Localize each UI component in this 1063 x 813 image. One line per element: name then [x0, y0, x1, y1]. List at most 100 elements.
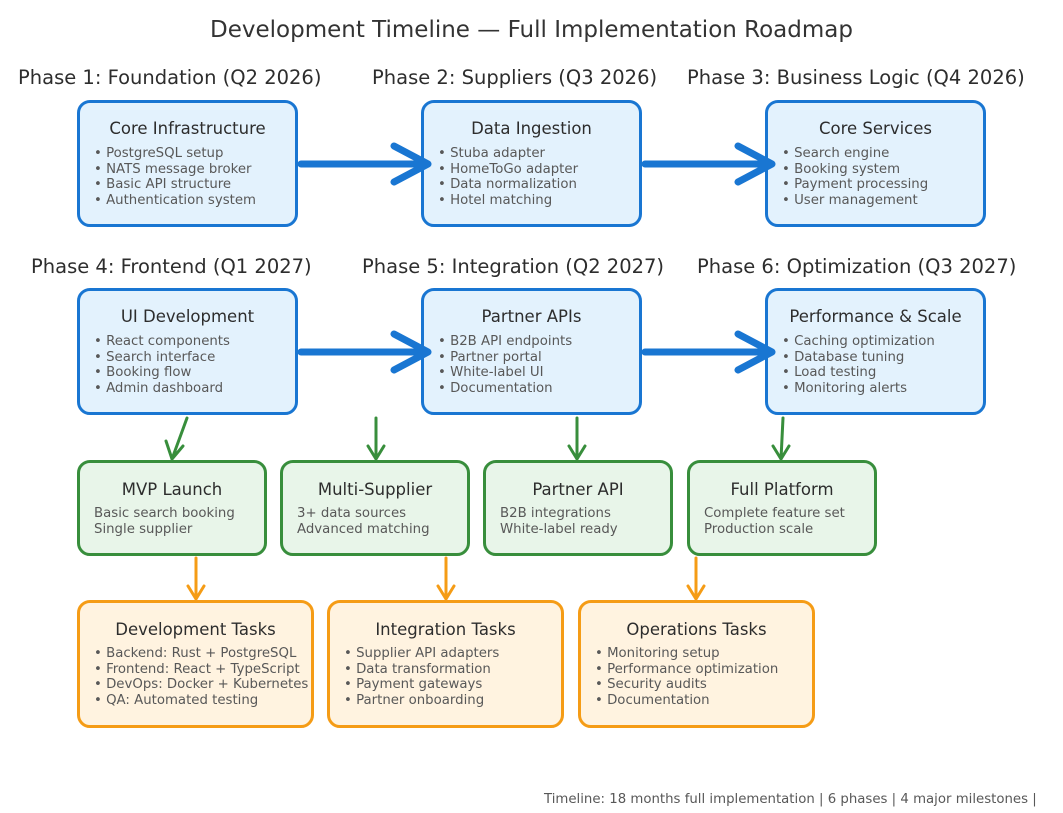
arrow-phase1-to-phase2	[297, 142, 432, 186]
box-item: • Partner portal	[438, 349, 542, 365]
box-item: • Authentication system	[94, 192, 256, 208]
box-item: • Frontend: React + TypeScript	[94, 661, 300, 677]
box-items: 3+ data sources Advanced matching	[297, 506, 430, 537]
box-item: Advanced matching	[297, 521, 430, 537]
box-title: Partner APIs	[481, 307, 582, 326]
box-item: White-label ready	[500, 521, 618, 537]
box-item: • Payment gateways	[344, 677, 483, 693]
phase-box-core-infrastructure: Core Infrastructure • PostgreSQL setup •…	[77, 100, 298, 227]
box-item: • Data normalization	[438, 177, 577, 193]
box-item: • Partner onboarding	[344, 692, 485, 708]
box-item: • Search engine	[782, 146, 890, 161]
box-item: • Documentation	[595, 692, 710, 708]
arrow-phase2-to-phase3	[641, 142, 776, 186]
box-item: • Performance optimization	[595, 661, 779, 677]
box-item: 3+ data sources	[297, 506, 407, 521]
box-items: • Supplier API adapters • Data transform…	[344, 646, 499, 708]
phase-box-performance-scale: Performance & Scale • Caching optimizati…	[765, 288, 986, 415]
box-item: • React components	[94, 334, 230, 349]
box-item: • Data transformation	[344, 661, 491, 677]
box-item: • Load testing	[782, 365, 877, 381]
arrow-to-milestone-mvp	[164, 416, 189, 461]
box-items: • B2B API endpoints • Partner portal • W…	[438, 334, 572, 396]
box-items: Complete feature set Production scale	[704, 506, 845, 537]
box-items: • Stuba adapter • HomeToGo adapter • Dat…	[438, 146, 578, 208]
task-box-integration: Integration Tasks • Supplier API adapter…	[327, 600, 564, 728]
arrow-phase5-to-phase6	[641, 330, 776, 374]
box-item: Production scale	[704, 521, 814, 537]
box-item: • Search interface	[94, 349, 216, 365]
phase-2-label: Phase 2: Suppliers (Q3 2026)	[372, 66, 658, 89]
box-items: • Caching optimization • Database tuning…	[782, 334, 935, 396]
box-item: Basic search booking	[94, 506, 235, 521]
box-items: • PostgreSQL setup • NATS message broker…	[94, 146, 256, 208]
milestone-box-multi-supplier: Multi-Supplier 3+ data sources Advanced …	[280, 460, 470, 556]
arrow-to-development-tasks	[186, 556, 206, 601]
box-items: • Monitoring setup • Performance optimiz…	[595, 646, 778, 708]
box-title: Integration Tasks	[375, 620, 516, 639]
box-item: • Hotel matching	[438, 192, 553, 208]
box-items: • React components • Search interface • …	[94, 334, 230, 396]
phase-1-label: Phase 1: Foundation (Q2 2026)	[18, 66, 322, 89]
arrow-to-operations-tasks	[686, 556, 706, 601]
arrow-to-milestone-multi-supplier	[366, 416, 386, 461]
box-title: UI Development	[120, 307, 255, 326]
box-title: Development Tasks	[115, 620, 276, 639]
box-item: • Supplier API adapters	[344, 646, 500, 661]
box-item: • User management	[782, 192, 918, 208]
task-box-development: Development Tasks • Backend: Rust + Post…	[77, 600, 314, 728]
box-title: Partner API	[532, 480, 624, 499]
box-item: • QA: Automated testing	[94, 692, 259, 708]
box-item: • Database tuning	[782, 349, 905, 365]
footer-summary: Timeline: 18 months full implementation …	[544, 792, 1037, 807]
box-title: Operations Tasks	[626, 620, 767, 639]
phase-box-ui-development: UI Development • React components • Sear…	[77, 288, 298, 415]
box-title: Full Platform	[730, 480, 834, 499]
phase-3-label: Phase 3: Business Logic (Q4 2026)	[687, 66, 1025, 89]
phase-box-partner-apis: Partner APIs • B2B API endpoints • Partn…	[421, 288, 642, 415]
arrow-to-integration-tasks	[436, 556, 456, 601]
box-title: Data Ingestion	[471, 119, 592, 138]
box-item: • Security audits	[595, 677, 707, 693]
phase-4-label: Phase 4: Frontend (Q1 2027)	[31, 255, 312, 278]
box-item: • NATS message broker	[94, 161, 252, 177]
phase-box-core-services: Core Services • Search engine • Booking …	[765, 100, 986, 227]
box-item: • HomeToGo adapter	[438, 161, 579, 177]
box-title: Core Services	[818, 119, 932, 138]
box-item: • White-label UI	[438, 365, 544, 381]
task-box-operations: Operations Tasks • Monitoring setup • Pe…	[578, 600, 815, 728]
milestone-box-full-platform: Full Platform Complete feature set Produ…	[687, 460, 877, 556]
milestone-box-partner-api: Partner API B2B integrations White-label…	[483, 460, 673, 556]
box-item: • Monitoring alerts	[782, 380, 908, 396]
box-item: • Documentation	[438, 380, 553, 396]
box-item: • Admin dashboard	[94, 380, 224, 396]
box-item: • Backend: Rust + PostgreSQL	[94, 646, 297, 661]
box-items: B2B integrations White-label ready	[500, 506, 618, 537]
box-items: • Backend: Rust + PostgreSQL • Frontend:…	[94, 646, 308, 708]
box-item: • Monitoring setup	[595, 646, 720, 661]
box-items: • Search engine • Booking system • Payme…	[782, 146, 928, 208]
phase-5-label: Phase 5: Integration (Q2 2027)	[362, 255, 665, 278]
box-item: • Basic API structure	[94, 177, 232, 193]
box-item: • Caching optimization	[782, 334, 935, 349]
box-item: • Booking flow	[94, 365, 192, 381]
arrow-to-milestone-full-platform	[771, 416, 791, 461]
box-title: Core Infrastructure	[109, 119, 266, 138]
arrow-to-milestone-partner-api	[567, 416, 587, 461]
milestone-box-mvp-launch: MVP Launch Basic search booking Single s…	[77, 460, 267, 556]
phase-6-label: Phase 6: Optimization (Q3 2027)	[697, 255, 1017, 278]
box-item: • Booking system	[782, 161, 901, 177]
box-item: • Payment processing	[782, 177, 929, 193]
box-title: MVP Launch	[121, 480, 223, 499]
box-item: • Stuba adapter	[438, 146, 546, 161]
box-item: B2B integrations	[500, 506, 611, 521]
phase-box-data-ingestion: Data Ingestion • Stuba adapter • HomeToG…	[421, 100, 642, 227]
box-item: Single supplier	[94, 521, 193, 537]
box-item: • B2B API endpoints	[438, 334, 573, 349]
box-title: Multi-Supplier	[317, 480, 433, 499]
box-item: • PostgreSQL setup	[94, 146, 224, 161]
box-item: Complete feature set	[704, 506, 845, 521]
box-items: Basic search booking Single supplier	[94, 506, 235, 537]
